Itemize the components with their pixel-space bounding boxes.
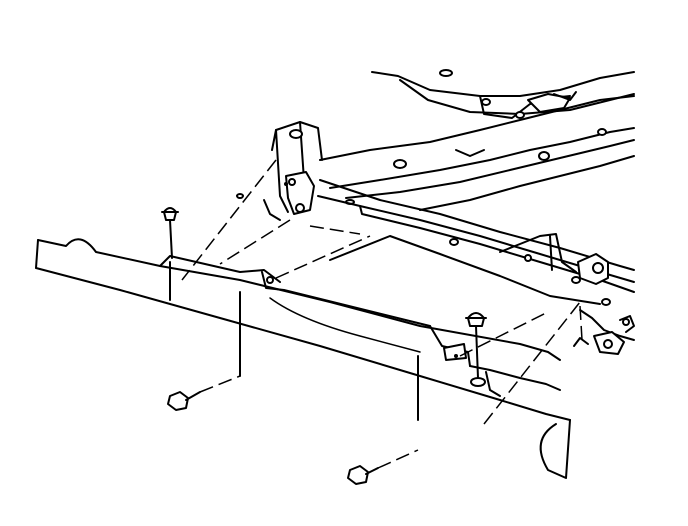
upper-frame-rail	[371, 69, 635, 119]
bolt-left	[167, 375, 241, 411]
splash-shield	[35, 238, 571, 479]
push-in-retainer-left	[161, 207, 179, 259]
bolt-right	[347, 449, 419, 485]
frame-crossmember	[236, 95, 635, 355]
push-in-retainer-right	[465, 312, 487, 379]
assembly-guide-lines	[181, 159, 583, 425]
